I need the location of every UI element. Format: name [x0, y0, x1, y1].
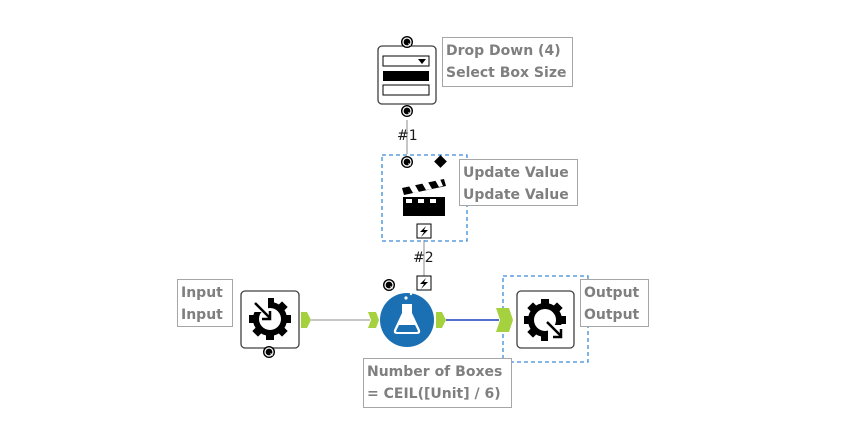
clapperboard-icon — [402, 179, 446, 216]
dropdown-tool[interactable] — [377, 45, 437, 105]
input-output-anchor[interactable] — [301, 312, 311, 328]
question-anchor-icon[interactable] — [401, 156, 413, 168]
input-annotation[interactable]: Input Input — [177, 279, 233, 327]
dropdown-annotation[interactable]: Drop Down (4) Select Box Size — [442, 37, 573, 87]
input-annotation-line-1: Input — [181, 285, 223, 301]
macro-output-gear-icon — [524, 299, 566, 341]
dropdown-annotation-line-2: Select Box Size — [446, 65, 567, 81]
dropdown-annotation-line-1: Drop Down (4) — [446, 43, 561, 59]
formula-input-anchor[interactable] — [368, 312, 379, 328]
formula-tool[interactable] — [380, 291, 434, 347]
question-anchor-icon[interactable] — [401, 105, 413, 117]
action-tool[interactable] — [402, 155, 447, 216]
formula-annotation[interactable]: Number of Boxes = CEIL([Unit] / 6) — [363, 358, 512, 408]
diamond-icon — [434, 155, 447, 168]
connection-label-2: #2 — [413, 250, 434, 266]
connection-label-1: #1 — [397, 128, 418, 144]
lightning-anchor-icon[interactable] — [416, 275, 432, 291]
question-anchor-icon[interactable] — [383, 279, 395, 291]
macro-input-gear-icon — [249, 296, 291, 340]
formula-output-anchor[interactable] — [436, 312, 446, 328]
output-annotation[interactable]: Output Output — [580, 279, 649, 327]
output-annotation-line-1: Output — [584, 285, 640, 301]
question-anchor-icon[interactable] — [401, 36, 413, 48]
lightning-anchor-icon[interactable] — [416, 223, 432, 239]
question-anchor-icon[interactable] — [263, 346, 275, 358]
input-annotation-line-2: Input — [181, 307, 223, 323]
action-annotation[interactable]: Update Value Update Value — [459, 159, 578, 206]
dropdown-tool-icon — [382, 55, 430, 96]
formula-annotation-line-1: Number of Boxes — [367, 364, 503, 380]
action-annotation-line-2: Update Value — [463, 187, 569, 203]
formula-annotation-line-2: = CEIL([Unit] / 6) — [367, 386, 501, 402]
formula-flask-icon — [393, 291, 421, 334]
action-annotation-line-1: Update Value — [463, 165, 569, 181]
output-input-anchor[interactable] — [496, 308, 513, 332]
input-tool[interactable] — [240, 290, 300, 349]
output-annotation-line-2: Output — [584, 307, 640, 323]
output-tool[interactable] — [516, 290, 575, 349]
